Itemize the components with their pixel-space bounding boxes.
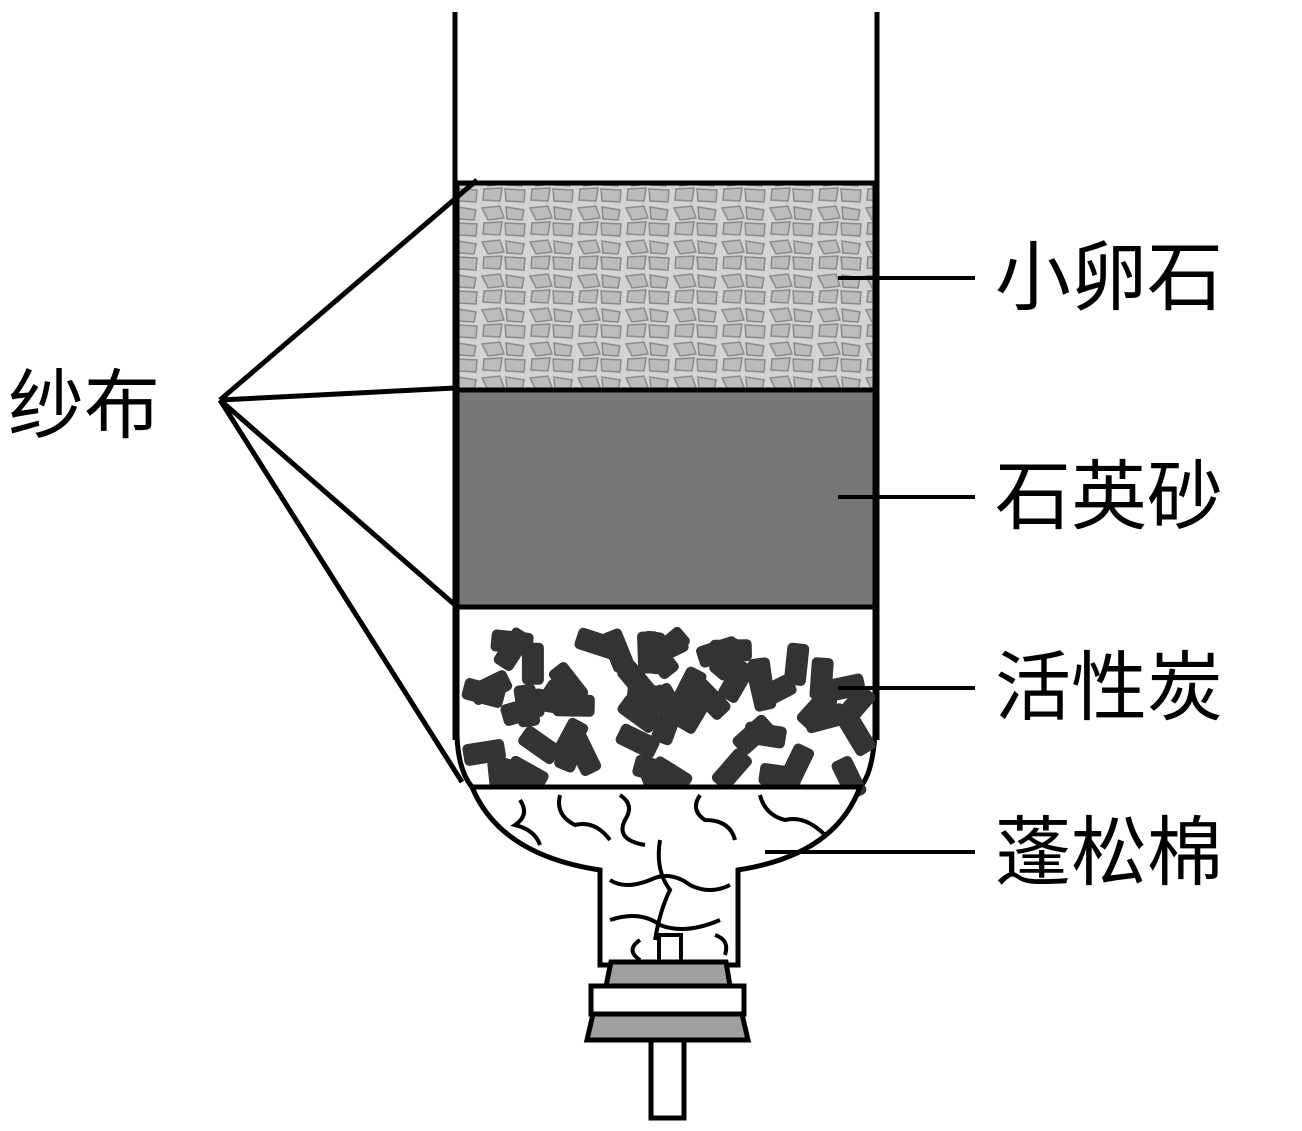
label-gauze: 纱布 (8, 361, 160, 450)
carbon-pellet (711, 748, 752, 791)
carbon-pellet (671, 666, 707, 711)
carbon-pellet (493, 627, 532, 671)
carbon-pellet (803, 703, 848, 734)
carbon-pellet (462, 739, 506, 766)
carbon-pellet (521, 642, 544, 685)
carbon-pellet (615, 723, 660, 759)
label-cotton: 蓬松棉 (995, 808, 1223, 897)
carbon-pellet (696, 636, 741, 668)
carbon-pellet (747, 667, 777, 712)
carbon-pellet (809, 657, 834, 701)
carbon-pellet (732, 714, 775, 756)
quartz-sand-layer (454, 387, 878, 610)
carbon-pellet (617, 694, 661, 733)
carbon-pellet (541, 679, 585, 717)
layer-leader-lines (765, 276, 975, 854)
carbon-pellets (461, 626, 876, 807)
carbon-pellet (758, 763, 802, 790)
carbon-pellet (644, 631, 689, 667)
carbon-pellet (718, 659, 755, 703)
carbon-pellet (548, 662, 589, 705)
label-activated-carbon: 活性炭 (995, 643, 1223, 732)
label-pebbles: 小卵石 (995, 233, 1223, 322)
gauze-leader-lines (217, 178, 479, 784)
carbon-pellet (574, 627, 619, 660)
cotton-fibers (510, 793, 827, 962)
carbon-pellet (461, 678, 506, 708)
pebble-layer (454, 180, 878, 393)
carbon-pellet (838, 712, 876, 757)
label-quartz-sand: 石英砂 (995, 452, 1223, 541)
carbon-pellet (518, 725, 562, 765)
stopper-top (602, 959, 733, 989)
carbon-pellet (504, 755, 549, 792)
carbon-pellet (783, 642, 810, 686)
stopper-band (588, 983, 747, 1017)
stopper-bottom (583, 1011, 752, 1043)
outlet-tube (648, 1037, 687, 1121)
carbon-pellet (500, 695, 545, 726)
cotton-plug (657, 933, 683, 965)
carbon-pellet (689, 678, 731, 720)
carbon-pellet (566, 731, 602, 777)
